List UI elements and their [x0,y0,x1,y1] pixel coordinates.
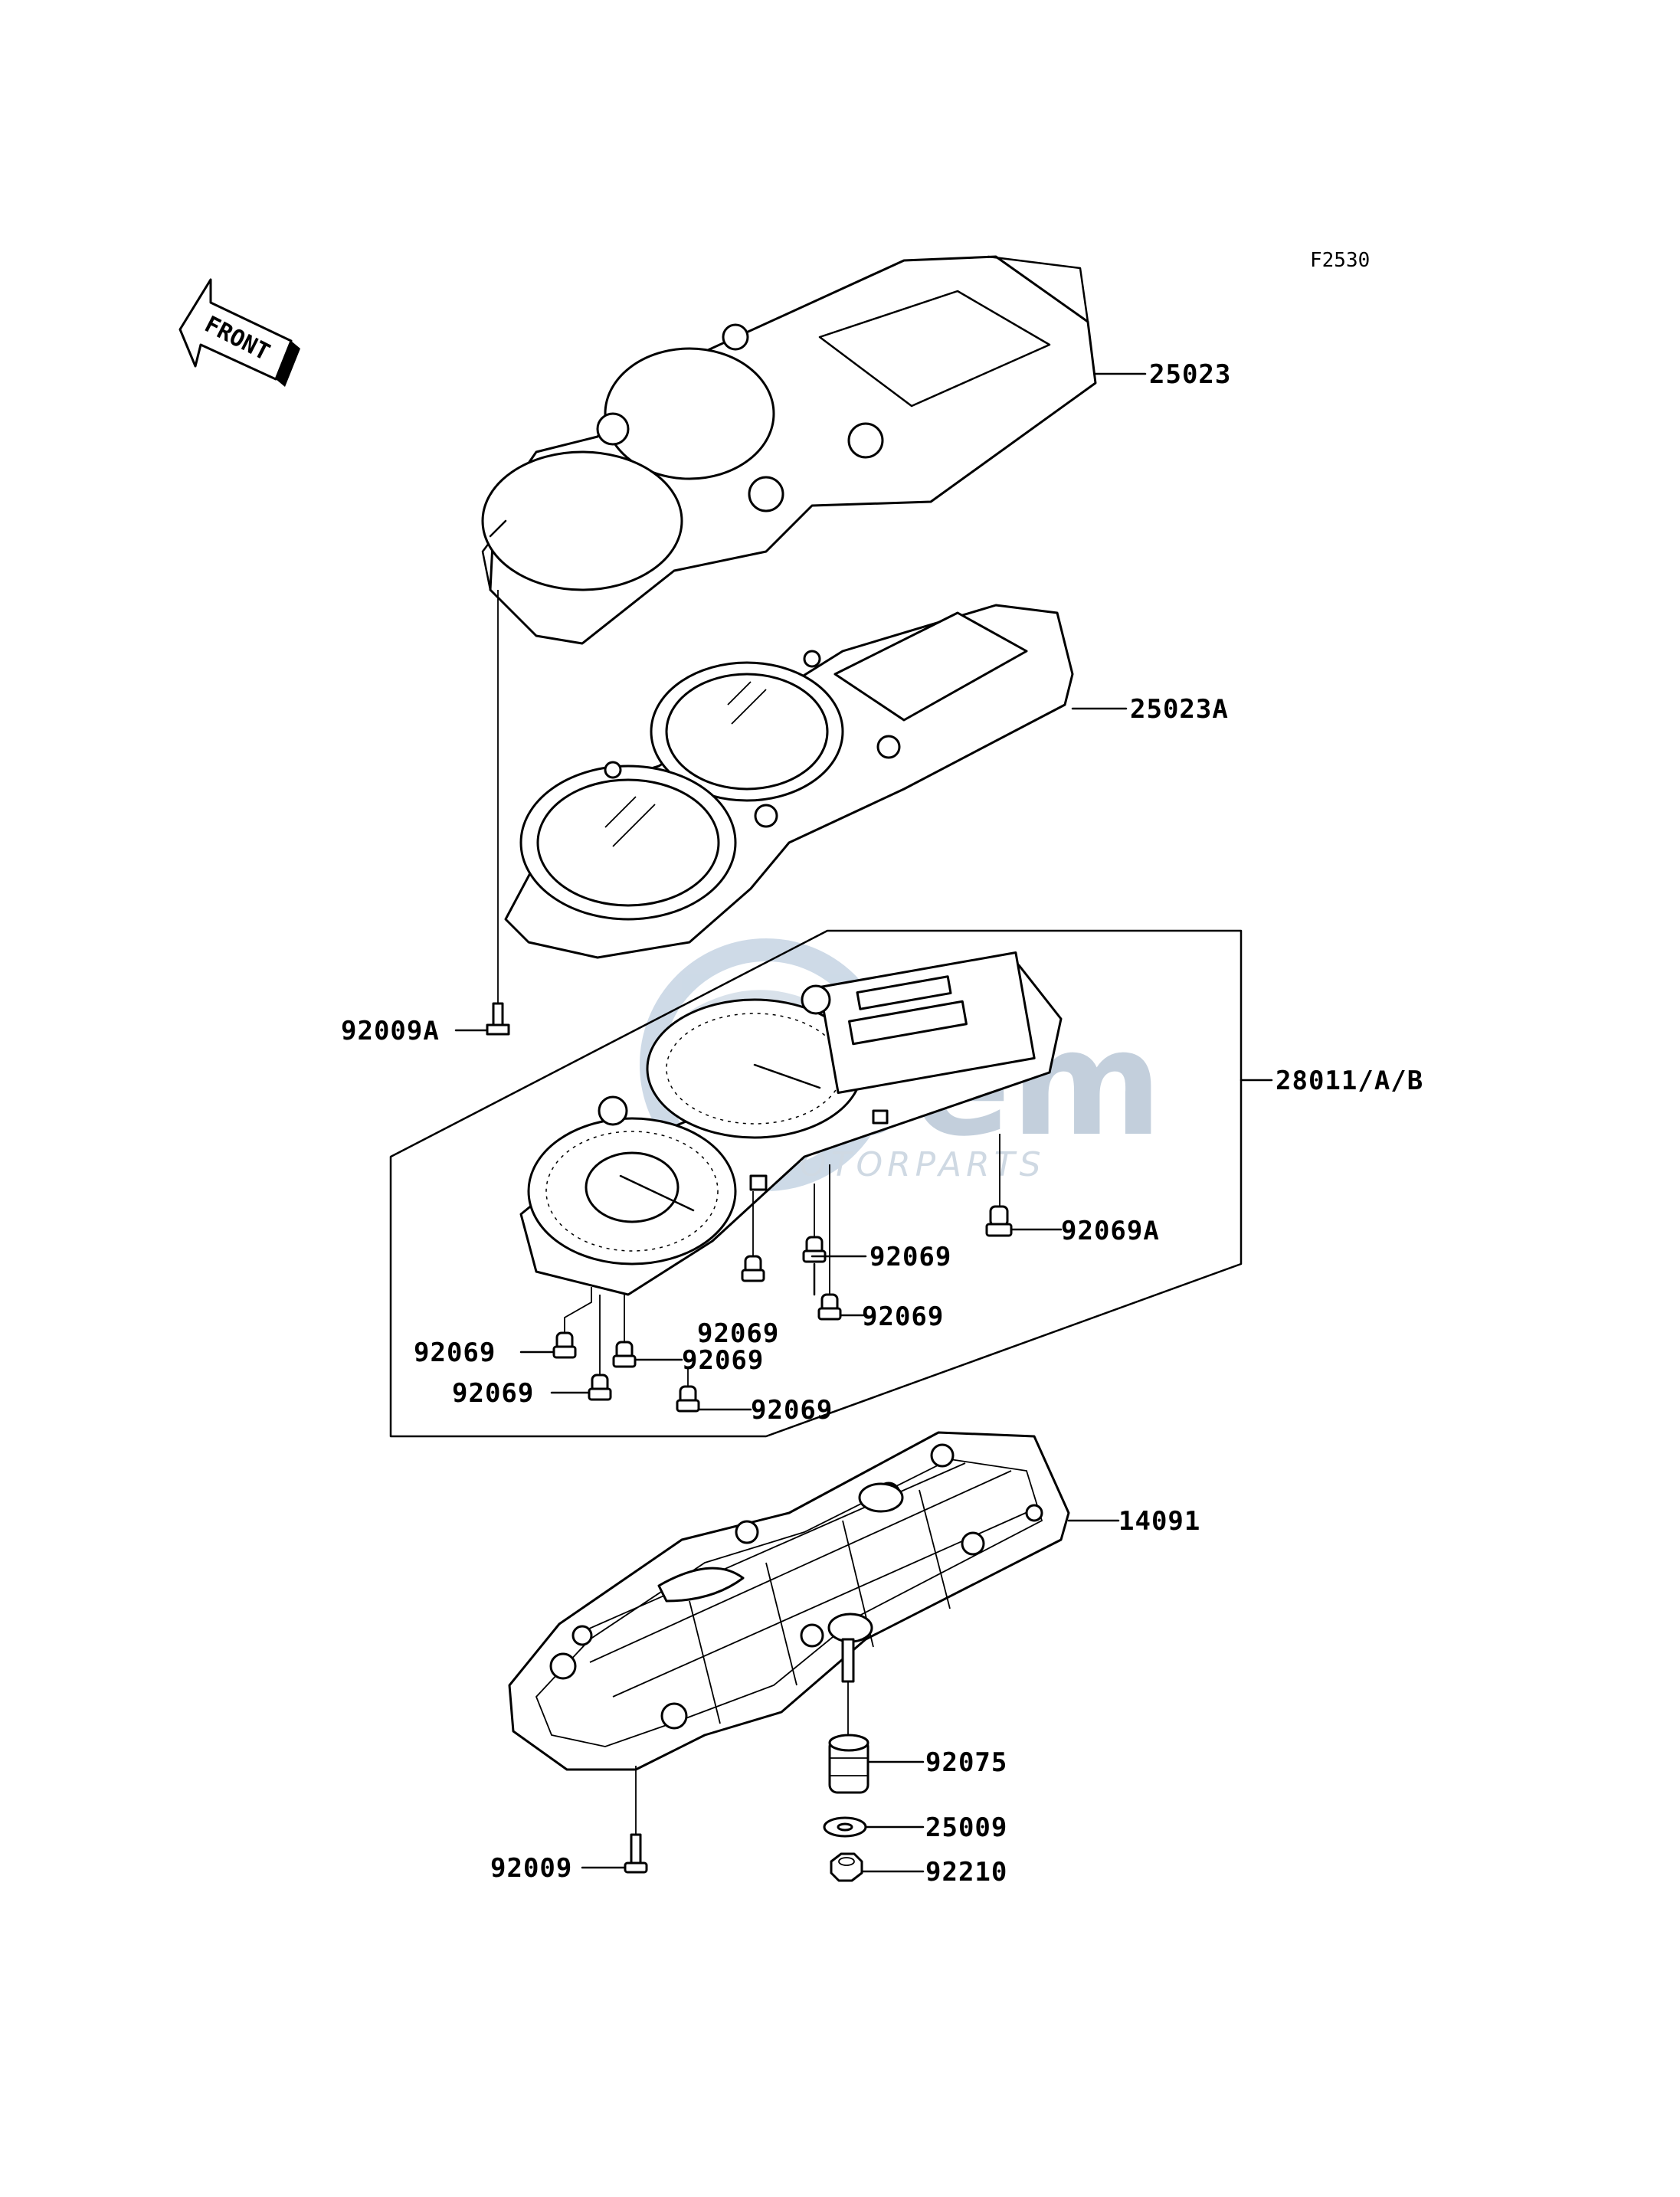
callout-92069-7: 92069 [751,1395,833,1426]
screw-lower [624,1833,648,1874]
callout-14091: 14091 [1118,1506,1200,1537]
bulb-1 [802,1236,827,1263]
bulb-4 [552,1331,577,1359]
callout-92069-5: 92069 [682,1345,764,1376]
bulb-92069A [985,1205,1013,1237]
bulb-2 [817,1293,842,1321]
callout-25023A: 25023A [1130,694,1229,725]
washer [823,1816,867,1838]
callout-92069-4: 92069 [414,1338,496,1368]
figure-code: F2530 [1310,249,1370,272]
meter-assembly [519,951,1063,1296]
callout-92069-3: 92069 [697,1318,779,1349]
meter-cover-lower [504,604,1074,959]
callout-92075: 92075 [925,1747,1007,1778]
screw-upper [486,1002,510,1036]
assembly-box [389,929,1243,1438]
callout-92069-1: 92069 [869,1242,951,1272]
callout-25023: 25023 [1149,359,1231,390]
nut [830,1852,863,1882]
front-arrow-icon: FRONT [178,278,300,387]
meter-case [508,1431,1070,1771]
callout-92009: 92009 [490,1853,572,1884]
callout-28011: 28011/A/B [1276,1066,1423,1096]
bulb-5 [612,1341,637,1368]
meter-cover-upper [481,255,1097,645]
bulb-3 [741,1255,765,1282]
bulb-7 [676,1385,700,1413]
callout-92009A: 92009A [341,1016,440,1046]
callout-25009: 25009 [925,1812,1007,1843]
callout-92069-6: 92069 [452,1378,534,1409]
bulb-6 [588,1374,612,1401]
callout-92210: 92210 [925,1857,1007,1888]
grommet [828,1734,869,1794]
callout-92069-2: 92069 [862,1302,944,1332]
callout-92069A: 92069A [1061,1216,1160,1246]
